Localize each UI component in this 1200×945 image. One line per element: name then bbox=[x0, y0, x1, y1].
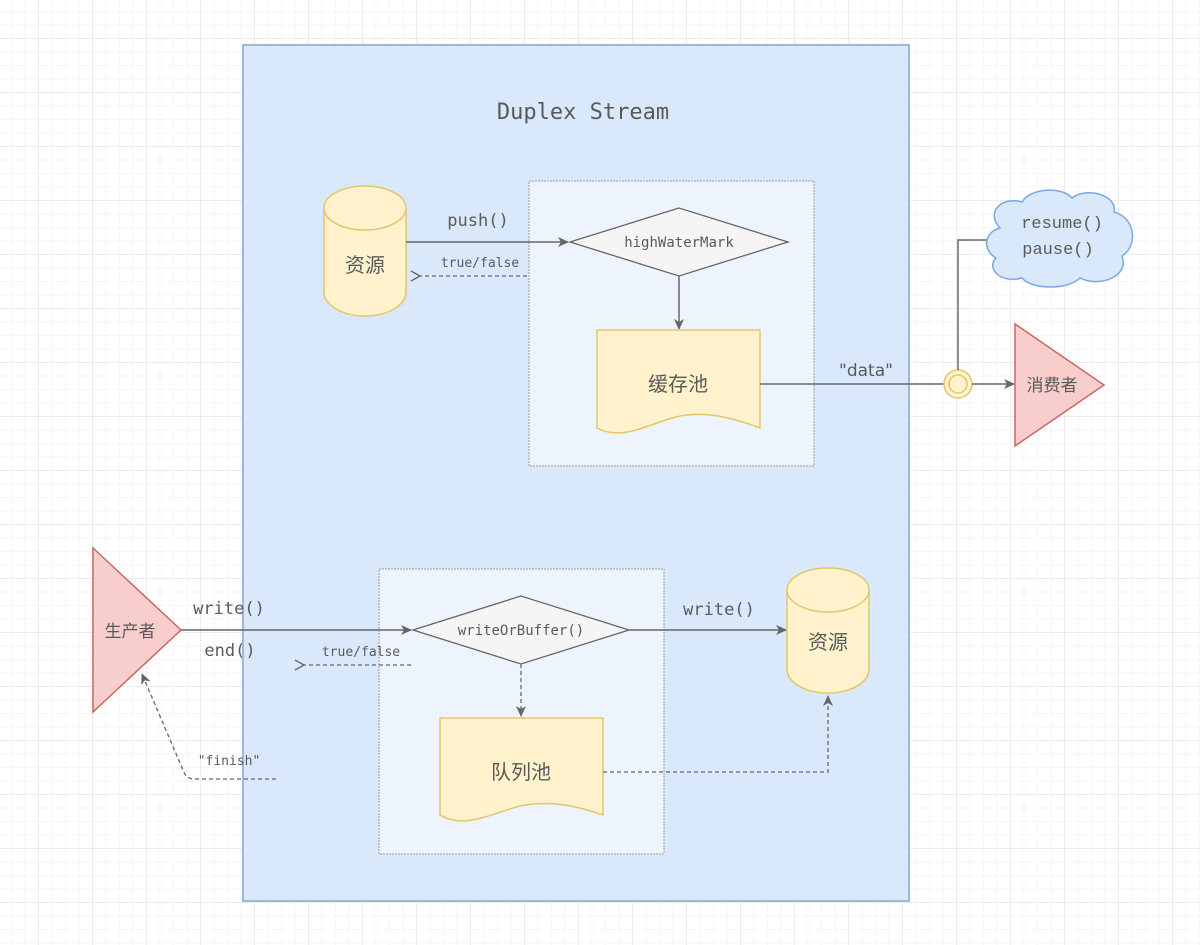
data-event-label: "data" bbox=[839, 361, 893, 381]
writable-target-label: 资源 bbox=[808, 630, 848, 654]
push-label: push() bbox=[447, 211, 508, 231]
high-water-mark-label: highWaterMark bbox=[624, 235, 734, 251]
buffer-pool-label: 缓存池 bbox=[648, 372, 708, 396]
writable-target-database[interactable]: 资源 bbox=[786, 567, 870, 694]
flow-control-cloud[interactable]: resume() pause() bbox=[986, 189, 1134, 288]
document-icon bbox=[596, 329, 761, 434]
container-title: Duplex Stream bbox=[497, 100, 669, 125]
finish-label: "finish" bbox=[198, 754, 261, 769]
database-icon bbox=[786, 590, 870, 694]
high-water-mark-decision[interactable]: highWaterMark bbox=[567, 207, 791, 277]
database-top bbox=[323, 185, 407, 231]
consumer-node[interactable]: 消费者 bbox=[1014, 322, 1106, 448]
readable-source-database[interactable]: 资源 bbox=[323, 185, 407, 317]
triangle-icon bbox=[1014, 322, 1106, 448]
write-label: write() bbox=[193, 599, 265, 619]
write-or-buffer-decision[interactable]: writeOrBuffer() bbox=[410, 595, 632, 665]
queue-pool-label: 队列池 bbox=[491, 760, 551, 784]
triangle-icon bbox=[92, 546, 183, 714]
queue-to-target-edge[interactable] bbox=[603, 695, 833, 773]
buffer-pool[interactable]: 缓存池 bbox=[596, 329, 761, 434]
pause-label: pause() bbox=[1022, 241, 1093, 260]
decision-diamond-icon bbox=[567, 207, 791, 277]
writable-return-label: true/false bbox=[322, 645, 400, 660]
junction-to-cloud-edge[interactable] bbox=[957, 235, 999, 370]
document-icon bbox=[439, 717, 604, 822]
readable-source-label: 资源 bbox=[345, 253, 385, 277]
producer-node[interactable]: 生产者 bbox=[92, 546, 183, 714]
target-write-label: write() bbox=[683, 600, 755, 620]
end-label: end() bbox=[204, 641, 255, 661]
database-top bbox=[786, 567, 870, 613]
readable-return-label: true/false bbox=[441, 256, 519, 271]
consumer-label: 消费者 bbox=[1027, 376, 1078, 396]
event-junction[interactable] bbox=[943, 369, 973, 399]
producer-label: 生产者 bbox=[105, 622, 156, 642]
queue-pool[interactable]: 队列池 bbox=[439, 717, 604, 822]
database-icon bbox=[323, 208, 407, 317]
cloud-icon bbox=[986, 189, 1134, 288]
write-or-buffer-label: writeOrBuffer() bbox=[458, 623, 584, 639]
resume-label: resume() bbox=[1021, 215, 1103, 234]
